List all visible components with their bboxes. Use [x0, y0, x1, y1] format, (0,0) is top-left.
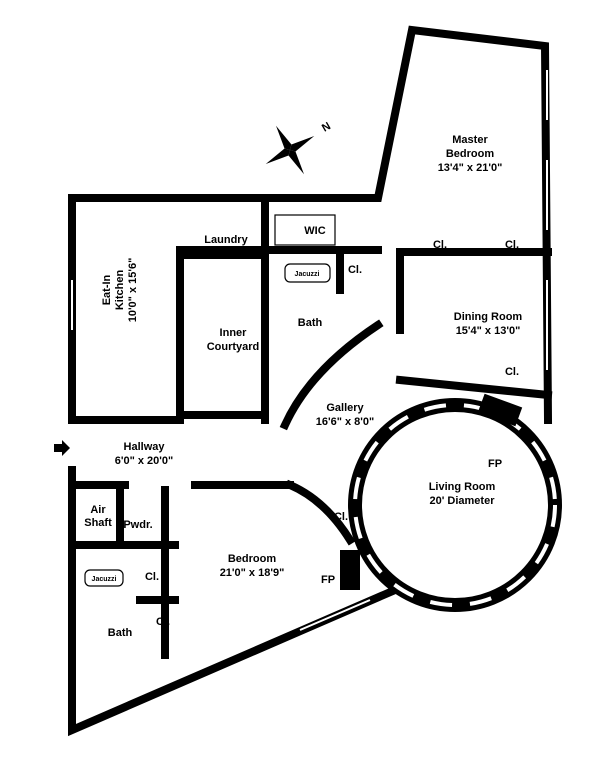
- living-fp-label: FP: [488, 458, 502, 470]
- jacuzzi-top: [284, 263, 331, 283]
- jacuzzi-top-label: Jacuzzi: [295, 271, 320, 278]
- gallery-label: Gallery: [326, 402, 364, 414]
- bath-top-label: Bath: [298, 317, 323, 329]
- courtyard-label-2: Courtyard: [207, 341, 260, 353]
- bedroom-closet-1-label: Cl.: [145, 571, 159, 583]
- master-bedroom-size: 13'4" x 21'0": [438, 162, 503, 174]
- wic-shelf: [274, 214, 336, 246]
- hallway-size: 6'0" x 20'0": [115, 455, 173, 467]
- master-closet-1-label: Cl.: [433, 239, 447, 251]
- living-room-windows: [353, 403, 557, 607]
- bedroom-fp-label: FP: [321, 574, 335, 586]
- living-room-label: Living Room: [429, 481, 496, 493]
- powder-label: Pwdr.: [123, 519, 152, 531]
- air-shaft-label: Air: [90, 504, 106, 516]
- windows: [71, 70, 548, 703]
- fireplace: [477, 393, 523, 427]
- dining-closet-label: Cl.: [505, 366, 519, 378]
- master-closet-2-label: Cl.: [505, 239, 519, 251]
- living-room-size: 20' Diameter: [430, 495, 496, 507]
- kitchen-label: Eat-In: [101, 274, 113, 305]
- bedroom-closet-2-label: Cl.: [156, 616, 170, 628]
- fireplace-bedroom: [340, 550, 360, 590]
- bedroom-closet-top-label: Cl.: [334, 511, 348, 523]
- compass-icon: [265, 125, 315, 175]
- master-bedroom-label-2: Bedroom: [446, 148, 495, 160]
- kitchen-size: 10'0" x 15'6": [127, 258, 139, 323]
- dining-room-label: Dining Room: [454, 311, 523, 323]
- gallery-size: 16'6" x 8'0": [316, 416, 374, 428]
- laundry-label: Laundry: [204, 234, 248, 246]
- kitchen-label-2: Kitchen: [114, 270, 126, 311]
- dining-room-size: 15'4" x 13'0": [456, 325, 521, 337]
- wic-label: WIC: [304, 225, 325, 237]
- jacuzzi-bottom-label: Jacuzzi: [92, 576, 117, 583]
- wic-closet-label: Cl.: [348, 264, 362, 276]
- compass-label: N: [320, 120, 333, 134]
- air-shaft-label-2: Shaft: [84, 517, 112, 529]
- courtyard-label: Inner: [220, 327, 248, 339]
- jacuzzi-bottom: [84, 569, 124, 587]
- bedroom-size: 21'0" x 18'9": [220, 567, 285, 579]
- bath-bottom-label: Bath: [108, 627, 133, 639]
- master-bedroom-label: Master: [452, 134, 488, 146]
- bedroom-label: Bedroom: [228, 553, 277, 565]
- walls: [68, 25, 553, 737]
- entry-arrow-icon: [54, 440, 70, 456]
- hallway-label: Hallway: [124, 441, 166, 453]
